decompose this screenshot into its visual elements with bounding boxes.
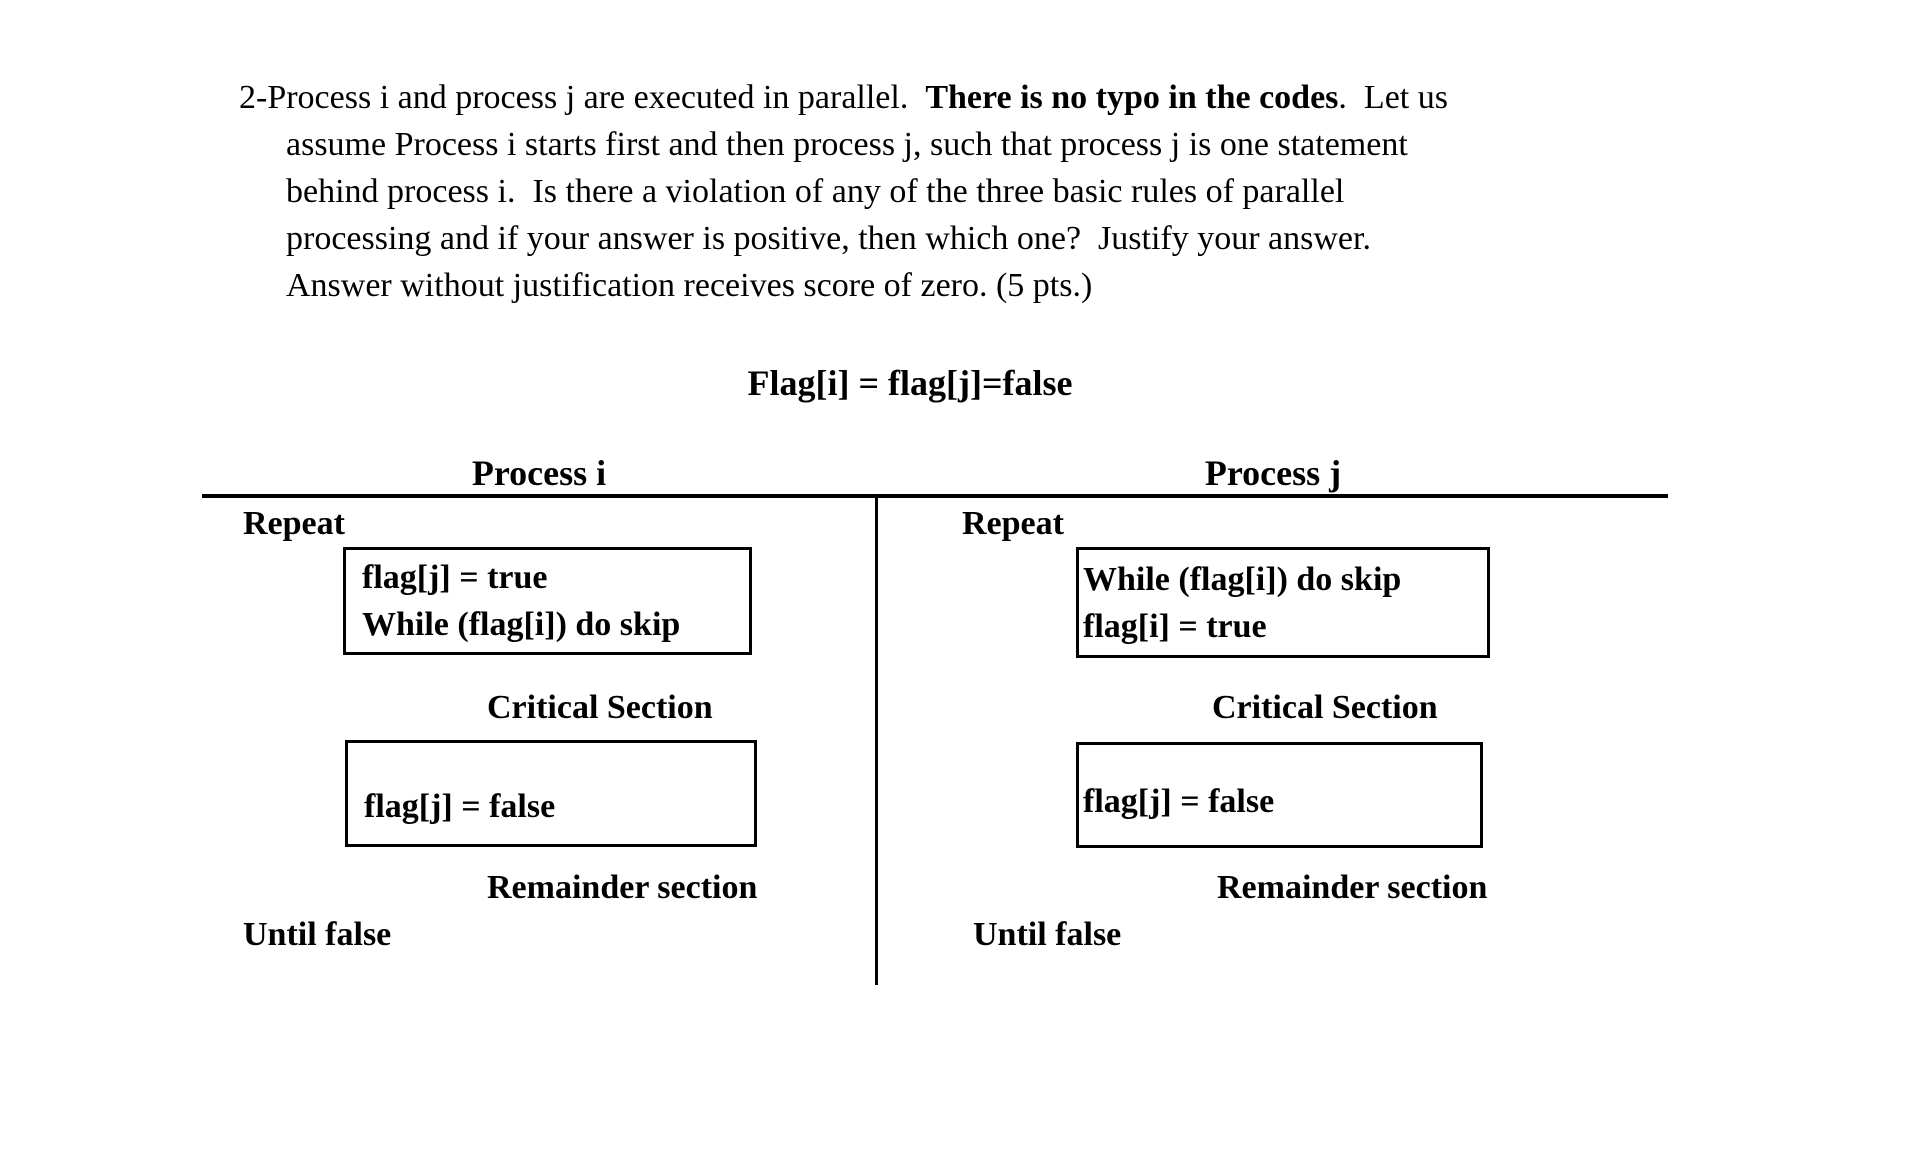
question-line-1-bold: There is no typo in the codes — [925, 79, 1339, 116]
process-i-critical-section-label: Critical Section — [487, 689, 713, 726]
column-divider-rule — [875, 498, 878, 985]
process-j-header: Process j — [1204, 453, 1342, 493]
initialization-line: Flag[i] = flag[j]=false — [747, 363, 1073, 403]
process-j-entry-box: While (flag[i]) do skip flag[i] = true — [1076, 547, 1490, 658]
question-line-1: 2-Process i and process j are executed i… — [239, 74, 1699, 121]
process-i-repeat-label: Repeat — [243, 505, 345, 542]
process-j-entry-line-1: While (flag[i]) do skip — [1083, 560, 1402, 598]
process-j-entry-line-2: flag[i] = true — [1083, 607, 1267, 645]
process-j-exit-box: flag[j] = false — [1076, 742, 1483, 848]
process-j-exit-line-1: flag[j] = false — [1083, 783, 1275, 820]
process-j-critical-section-label: Critical Section — [1212, 689, 1438, 726]
process-j-until-label: Until false — [973, 916, 1122, 953]
process-i-remainder-section-label: Remainder section — [487, 869, 758, 906]
process-i-entry-line-2: While (flag[i]) do skip — [362, 606, 681, 643]
process-j-repeat-label: Repeat — [962, 505, 1064, 542]
question-line-3: behind process i. Is there a violation o… — [286, 173, 1345, 210]
process-i-exit-box: flag[j] = false — [345, 740, 757, 847]
process-i-entry-box: flag[j] = true While (flag[i]) do skip — [343, 547, 752, 655]
process-j-remainder-section-label: Remainder section — [1217, 869, 1488, 906]
question-line-1-pre: 2-Process i and process j are executed i… — [239, 79, 926, 116]
process-i-until-label: Until false — [243, 916, 392, 953]
question-line-1-post: . Let us — [1338, 79, 1448, 116]
question-line-2: assume Process i starts first and then p… — [286, 126, 1408, 163]
table-top-rule — [202, 494, 1668, 498]
process-i-exit-line-1: flag[j] = false — [364, 788, 556, 825]
process-i-entry-line-1: flag[j] = true — [362, 559, 548, 596]
process-i-header: Process i — [471, 453, 607, 493]
question-paragraph: 2-Process i and process j are executed i… — [239, 74, 1699, 309]
question-line-4: processing and if your answer is positiv… — [286, 220, 1371, 257]
question-line-5: Answer without justification receives sc… — [286, 267, 1093, 304]
